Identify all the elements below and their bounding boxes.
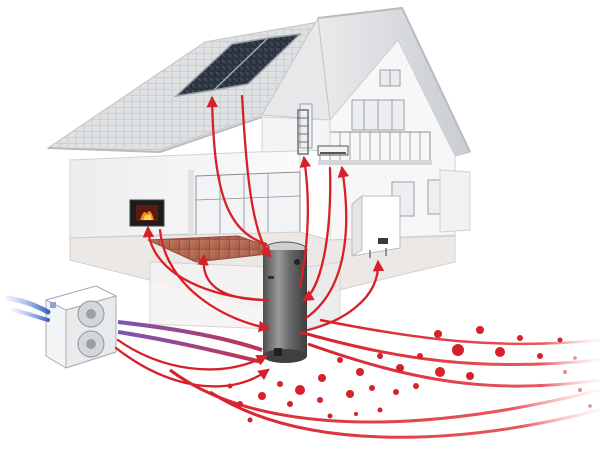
- heating-circuits: [114, 94, 385, 388]
- wall-mounted-boiler: [351, 194, 401, 258]
- ground-heat-flow: [169, 318, 600, 439]
- heat-pump-outdoor-unit: [44, 285, 118, 369]
- hot-water-storage-tank: [262, 241, 308, 363]
- ambient-air-flow: [5, 295, 263, 364]
- fireplace-stove: [129, 199, 165, 227]
- solar-collector: [173, 32, 303, 98]
- bathroom-radiator: [297, 109, 309, 155]
- balcony-air-unit: [317, 145, 349, 156]
